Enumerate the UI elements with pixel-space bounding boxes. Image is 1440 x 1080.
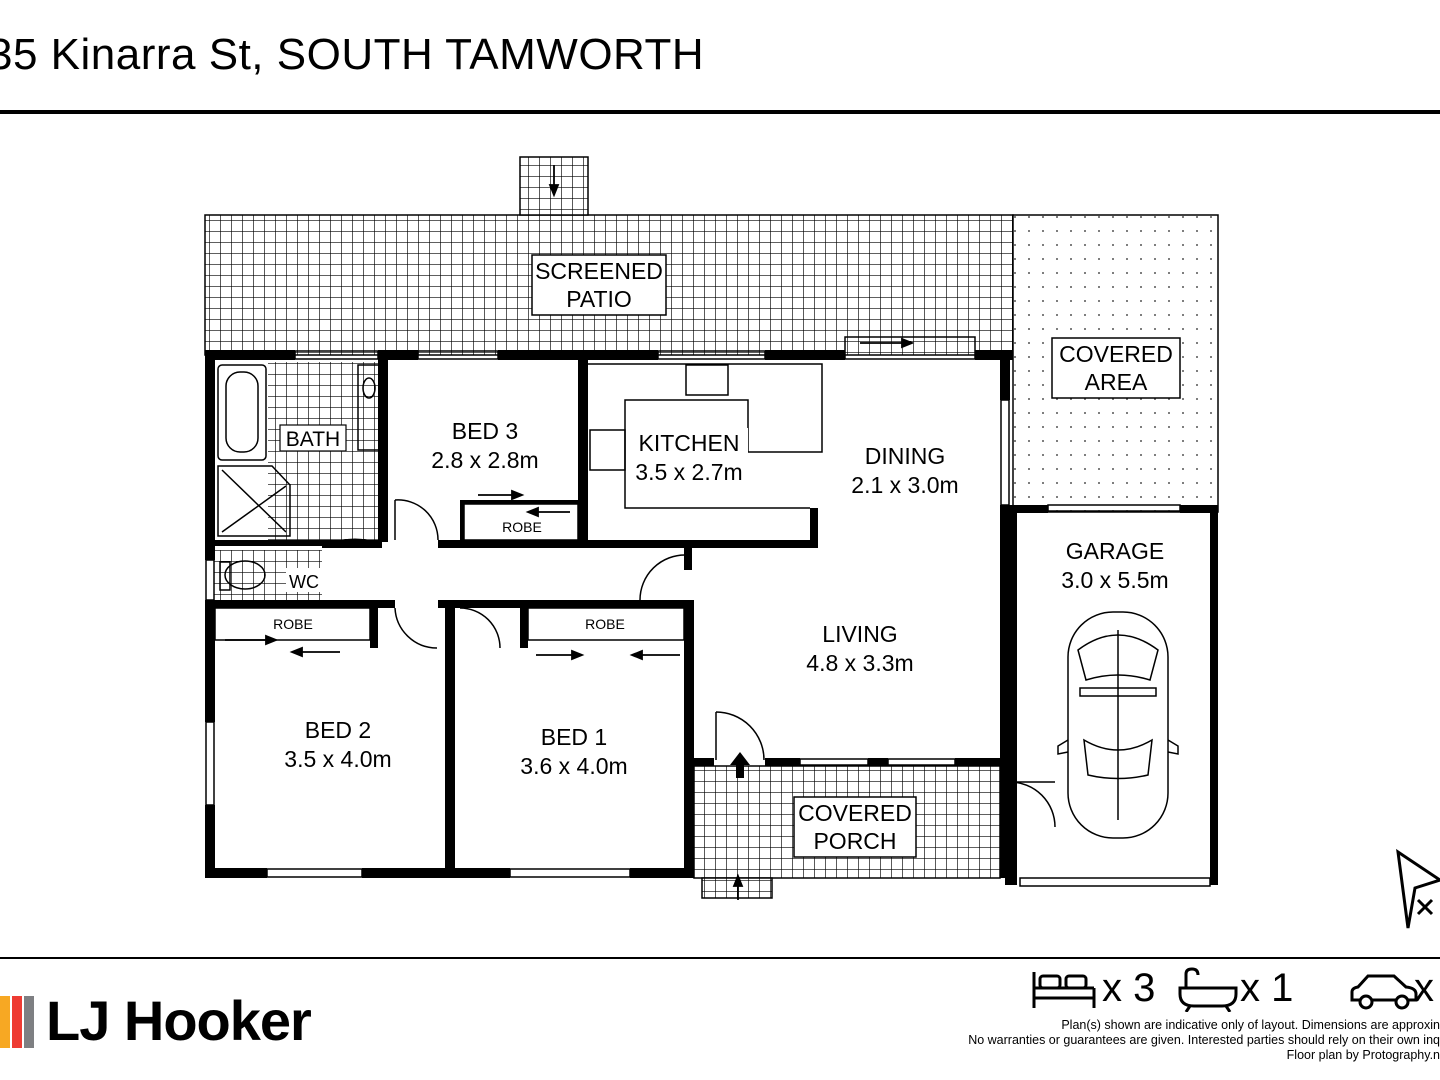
covered-area-label-line1: COVERED	[1059, 341, 1173, 367]
car-count: x	[1414, 966, 1434, 1010]
car-outline-icon	[1057, 611, 1179, 839]
covered-area-label-box	[1051, 337, 1181, 399]
logo-bar-red	[12, 996, 22, 1048]
covered-porch-label-box	[793, 796, 917, 858]
kitchen-size: 3.5 x 2.7m	[635, 459, 742, 485]
bath-icon	[1178, 967, 1238, 1012]
header-divider	[0, 110, 1440, 114]
windows	[205, 336, 1211, 887]
bath-count: x 1	[1240, 966, 1294, 1010]
wc-label-box	[286, 568, 322, 592]
kitchen-name: KITCHEN	[639, 430, 740, 456]
lj-hooker-logo: LJ Hooker	[0, 989, 360, 1066]
entry-arrow-icon	[730, 752, 750, 778]
dining-name: DINING	[865, 443, 946, 469]
bed2-robe-label: ROBE	[273, 616, 313, 632]
disclaimer-line-3: Floor plan by Protography.n	[1286, 1048, 1440, 1062]
covered-porch-label-line1: COVERED	[798, 800, 912, 826]
bed1-size: 3.6 x 4.0m	[520, 753, 627, 779]
bed2-size: 3.5 x 4.0m	[284, 746, 391, 772]
wc-label: WC	[289, 572, 319, 592]
walls	[205, 350, 1218, 885]
bed3-size: 2.8 x 2.8m	[431, 447, 538, 473]
bath-label: BATH	[286, 428, 340, 451]
logo-bar-grey	[24, 996, 34, 1048]
screened-patio-label-box	[531, 254, 667, 316]
dining-size: 2.1 x 3.0m	[851, 472, 958, 498]
disclaimer-line-1: Plan(s) shown are indicative only of lay…	[1061, 1018, 1440, 1032]
bed3-name: BED 3	[452, 418, 518, 444]
living-size: 4.8 x 3.3m	[806, 650, 913, 676]
covered-porch-label-line2: PORCH	[813, 828, 896, 854]
bed1-robe-label: ROBE	[585, 616, 625, 632]
kitchen-label-box	[632, 428, 748, 486]
bed-icon	[1032, 972, 1096, 1008]
property-features: x 3 x 1 x	[1030, 962, 1440, 1018]
north-arrow-icon	[1396, 848, 1440, 929]
brand-name: LJ Hooker	[46, 989, 312, 1052]
room-labels: SCREENED PATIO COVERED AREA BATH WC BED …	[273, 254, 1181, 858]
living-name: LIVING	[822, 621, 897, 647]
bed-count: x 3	[1102, 966, 1156, 1010]
covered-area-label-line2: AREA	[1085, 369, 1148, 395]
property-address: 35 Kinarra St, SOUTH TAMWORTH	[0, 30, 705, 79]
screened-patio-label-line1: SCREENED	[535, 258, 663, 284]
bed2-name: BED 2	[305, 717, 371, 743]
car-icon	[1350, 974, 1418, 1010]
sliding-door-arrows	[225, 165, 915, 900]
bath-label-box	[279, 424, 347, 452]
garage-size: 3.0 x 5.5m	[1061, 567, 1168, 593]
bed3-robe-label: ROBE	[502, 519, 542, 535]
bed1-name: BED 1	[541, 724, 607, 750]
footer-divider	[0, 957, 1440, 959]
disclaimer: Plan(s) shown are indicative only of lay…	[880, 1018, 1440, 1063]
screened-patio-label-line2: PATIO	[566, 286, 632, 312]
disclaimer-line-2: No warranties or guarantees are given. I…	[968, 1033, 1440, 1047]
floor-plan: SCREENED PATIO COVERED AREA BATH WC BED …	[204, 156, 1440, 929]
logo-bar-orange	[0, 996, 10, 1048]
garage-name: GARAGE	[1066, 538, 1164, 564]
